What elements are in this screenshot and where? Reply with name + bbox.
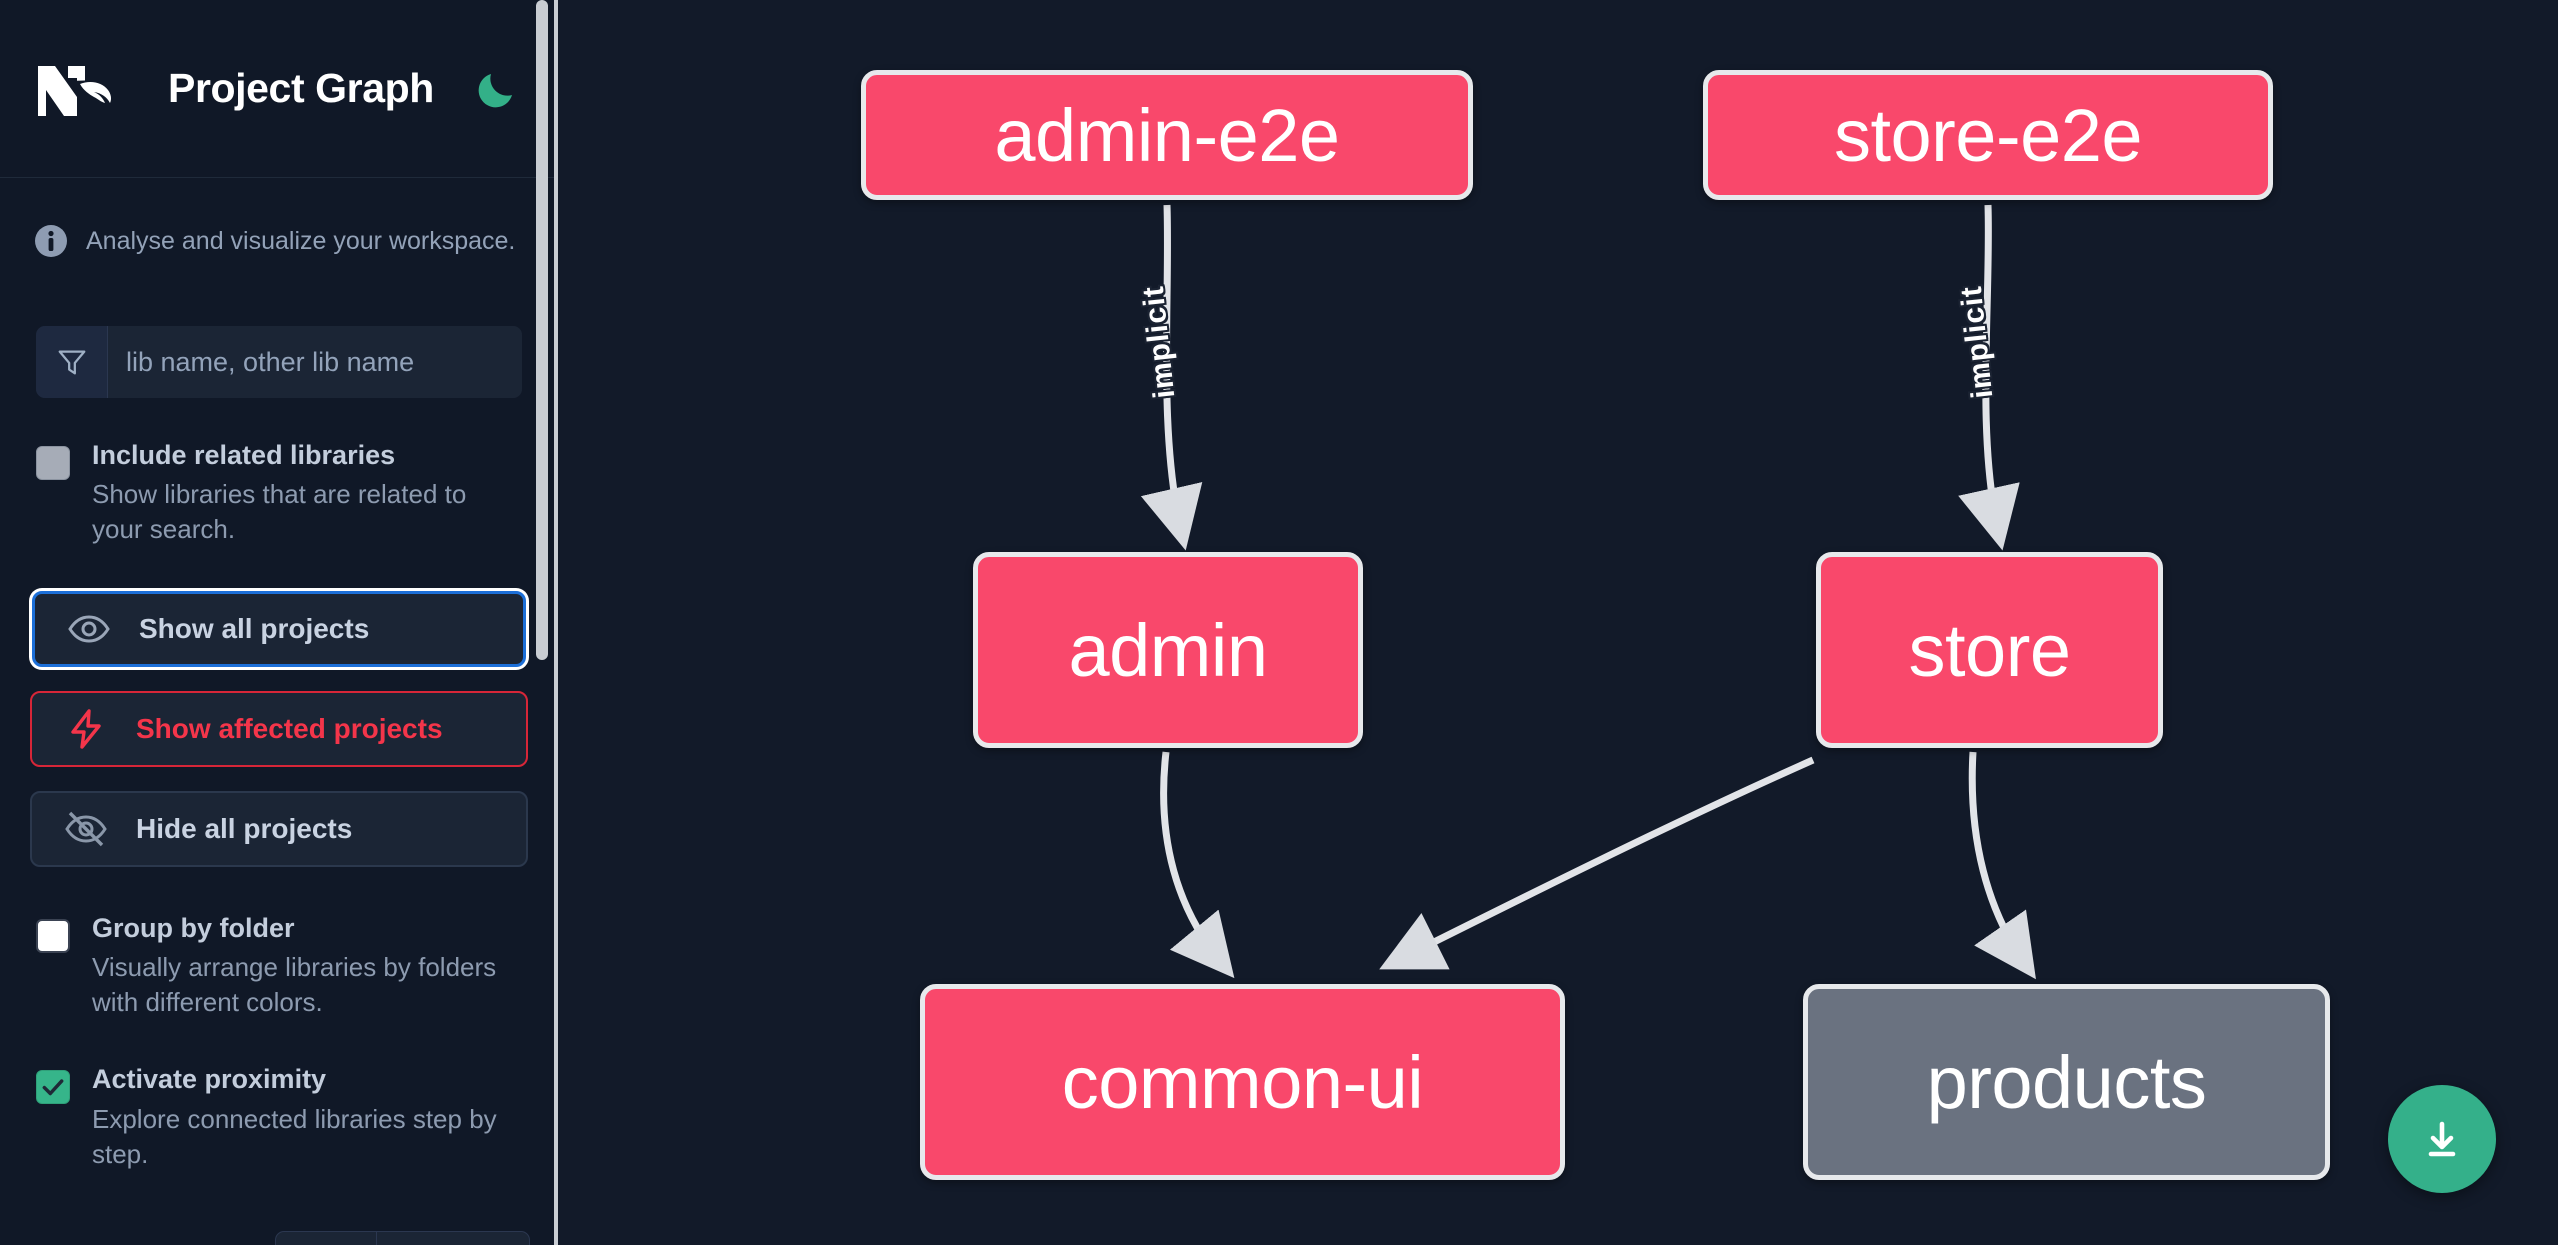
node-label: store-e2e [1833, 93, 2143, 177]
checkbox-group-by-folder[interactable] [36, 919, 70, 954]
eye-icon [67, 607, 111, 651]
option-label: Activate proximity [92, 1064, 327, 1095]
search-input[interactable] [108, 326, 522, 398]
graph-node-admin[interactable]: admin [973, 552, 1363, 748]
download-icon [2428, 1121, 2456, 1157]
sidebar-scrollbar[interactable] [536, 0, 548, 1245]
checkbox-activate-proximity[interactable] [36, 1070, 70, 1105]
node-label: admin [1068, 608, 1268, 692]
download-graph-button[interactable] [2388, 1085, 2496, 1193]
nx-logo-icon [34, 58, 130, 120]
node-label: admin-e2e [994, 93, 1340, 177]
info-icon [34, 224, 68, 258]
sidebar-tagline-text: Analyse and visualize your workspace. [86, 226, 516, 255]
page-title: Project Graph [168, 65, 434, 111]
show-all-projects-label: Show all projects [139, 613, 370, 645]
graph-node-admin-e2e[interactable]: admin-e2e [861, 70, 1473, 200]
node-label: common-ui [1061, 1040, 1424, 1124]
option-include-related-libraries[interactable]: Include related libraries Show libraries… [0, 440, 558, 547]
lightning-bolt-icon [64, 707, 108, 751]
option-label: Include related libraries [92, 440, 396, 470]
sidebar: Project Graph Analyse and visualize your… [0, 0, 558, 1245]
bottom-panel-peek[interactable] [275, 1231, 530, 1245]
show-affected-projects-button[interactable]: Show affected projects [30, 691, 528, 768]
filter-row [36, 326, 522, 398]
option-label: Group by folder [92, 913, 295, 944]
graph-edges [1140, 204, 2036, 980]
node-label: products [1926, 1040, 2207, 1124]
node-label: store [1908, 608, 2071, 692]
funnel-icon [36, 326, 108, 398]
show-affected-projects-label: Show affected projects [136, 713, 443, 745]
show-all-projects-button[interactable]: Show all projects [32, 591, 526, 668]
option-description: Show libraries that are related to your … [92, 479, 467, 545]
edge-store-common-ui [1379, 756, 1815, 970]
graph-node-common-ui[interactable]: common-ui [920, 984, 1565, 1180]
sidebar-edge [554, 0, 558, 1245]
edge-store-e2e-store [1958, 204, 2020, 551]
sidebar-header: Project Graph [0, 0, 558, 178]
sidebar-tagline: Analyse and visualize your workspace. [0, 178, 558, 258]
sidebar-scrollbar-thumb[interactable] [536, 0, 548, 660]
checkmark-icon [42, 1079, 64, 1096]
edge-admin-e2e-admin [1140, 204, 1203, 551]
hide-all-projects-button[interactable]: Hide all projects [30, 791, 528, 868]
edge-store-products [1968, 751, 2036, 980]
option-activate-proximity[interactable]: Activate proximity Explore connected lib… [0, 1064, 558, 1171]
eye-off-icon [64, 807, 108, 851]
option-description: Visually arrange libraries by folders wi… [92, 952, 497, 1018]
option-description: Explore connected libraries step by step… [92, 1103, 497, 1169]
graph-node-store-e2e[interactable]: store-e2e [1703, 70, 2273, 200]
hide-all-projects-label: Hide all projects [136, 813, 353, 845]
checkbox-include-related-libraries[interactable] [36, 446, 70, 480]
option-group-by-folder[interactable]: Group by folder Visually arrange librari… [0, 913, 558, 1020]
action-button-group: Show all projects Show affected projects [0, 591, 558, 868]
moon-icon[interactable] [474, 65, 522, 113]
edge-admin-common-ui [1160, 751, 1235, 979]
graph-node-products[interactable]: products [1803, 984, 2330, 1180]
graph-node-store[interactable]: store [1816, 552, 2163, 748]
project-graph-canvas[interactable]: admin-e2e store-e2e admin store common-u… [558, 0, 2558, 1245]
